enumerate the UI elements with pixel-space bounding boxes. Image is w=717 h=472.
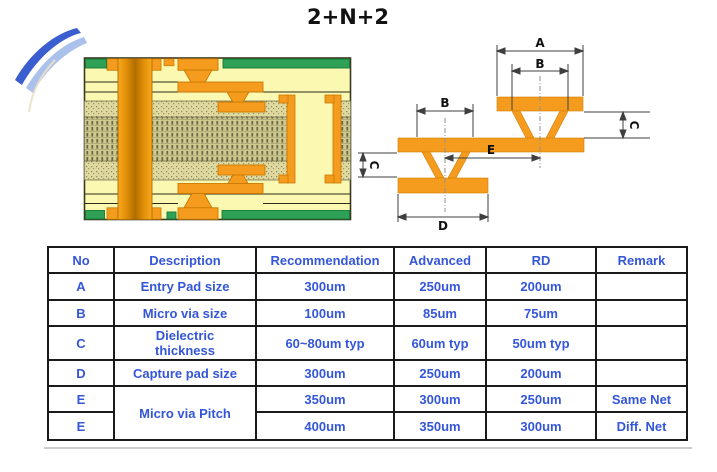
- swoosh-white-band: [22, 33, 84, 88]
- cell-rd: 50um typ: [485, 325, 597, 361]
- cell-no: C: [47, 325, 115, 361]
- cell-description: Micro via size: [113, 299, 257, 327]
- dimension-labels: A B C B C D E: [367, 36, 641, 233]
- dim-label-e: E: [487, 143, 495, 157]
- cell-recommendation: 300um: [255, 272, 395, 301]
- table-row: E Micro via Pitch 350um 300um 250um Same…: [47, 385, 688, 441]
- cell-rd: 300um: [485, 411, 597, 441]
- header-advanced: Advanced: [393, 246, 487, 274]
- swoosh-dark-band: [15, 28, 81, 85]
- cell-rd: 200um: [485, 272, 597, 301]
- cell-recommendation: 400um: [255, 411, 395, 441]
- cell-rd: 75um: [485, 299, 597, 327]
- header-description: Description: [113, 246, 257, 274]
- cell-remark: [595, 359, 688, 387]
- table-row: B Micro via size 100um 85um 75um: [47, 299, 688, 327]
- top-microvias: [177, 58, 266, 113]
- through-via: [106, 58, 175, 220]
- header-rd: RD: [485, 246, 597, 274]
- microvia-dimension-diagram: A B C B C D E: [358, 36, 650, 233]
- cell-no: E: [47, 385, 115, 413]
- dim-label-b-lower: B: [440, 96, 449, 110]
- cell-rd: 200um: [485, 359, 597, 387]
- cell-remark: [595, 272, 688, 301]
- table-row: E 400um 350um 300um Diff. Net: [47, 411, 688, 441]
- dim-label-a: A: [535, 36, 545, 50]
- cell-recommendation: 300um: [255, 359, 395, 387]
- header-no: No: [47, 246, 115, 274]
- dim-label-c-left: C: [367, 161, 381, 170]
- swoosh-decoration: [15, 28, 87, 113]
- dim-label-c-right: C: [627, 121, 641, 130]
- cell-advanced: 60um typ: [393, 325, 487, 361]
- cell-recommendation: 60~80um typ: [255, 325, 395, 361]
- cell-advanced: 85um: [393, 299, 487, 327]
- table-row: C Dielectric thickness 60~80um typ 60um …: [47, 325, 688, 361]
- cell-remark: Same Net: [595, 385, 688, 413]
- cell-description: Capture pad size: [113, 359, 257, 387]
- pcb-cross-section-diagram: [83, 57, 352, 221]
- page-title: 2+N+2: [307, 5, 389, 29]
- cell-rd: 250um: [485, 385, 597, 413]
- cell-advanced: 350um: [393, 411, 487, 441]
- cell-no: B: [47, 299, 115, 327]
- table-row: A Entry Pad size 300um 250um 200um: [47, 272, 688, 301]
- cell-description: Entry Pad size: [113, 272, 257, 301]
- table-header-row: No Description Recommendation Advanced R…: [47, 246, 688, 274]
- cell-recommendation: 100um: [255, 299, 395, 327]
- cell-no: D: [47, 359, 115, 387]
- cell-no: E: [47, 411, 115, 441]
- header-recommendation: Recommendation: [255, 246, 395, 274]
- cell-remark: [595, 299, 688, 327]
- cell-no: A: [47, 272, 115, 301]
- cell-description: Dielectric thickness: [113, 325, 257, 361]
- table-shadow-line: [44, 447, 692, 449]
- cell-advanced: 250um: [393, 359, 487, 387]
- cell-remark: [595, 325, 688, 361]
- cell-advanced: 300um: [393, 385, 487, 413]
- dim-label-d: D: [438, 219, 448, 233]
- cell-recommendation: 350um: [255, 385, 395, 413]
- via-centerlines: [444, 76, 541, 212]
- dimension-lines: [358, 45, 650, 222]
- dim-label-b-upper: B: [535, 57, 544, 71]
- cell-description-merged: Micro via Pitch: [113, 385, 257, 441]
- solder-mask-segments: [85, 58, 350, 220]
- swoosh-faint-arc: [28, 59, 56, 113]
- cell-advanced: 250um: [393, 272, 487, 301]
- spec-table: No Description Recommendation Advanced R…: [47, 246, 688, 441]
- buried-via-structure: [278, 94, 342, 184]
- bottom-microvias: [177, 164, 266, 220]
- header-remark: Remark: [595, 246, 688, 274]
- table-row: D Capture pad size 300um 250um 200um: [47, 359, 688, 387]
- cell-remark: Diff. Net: [595, 411, 688, 441]
